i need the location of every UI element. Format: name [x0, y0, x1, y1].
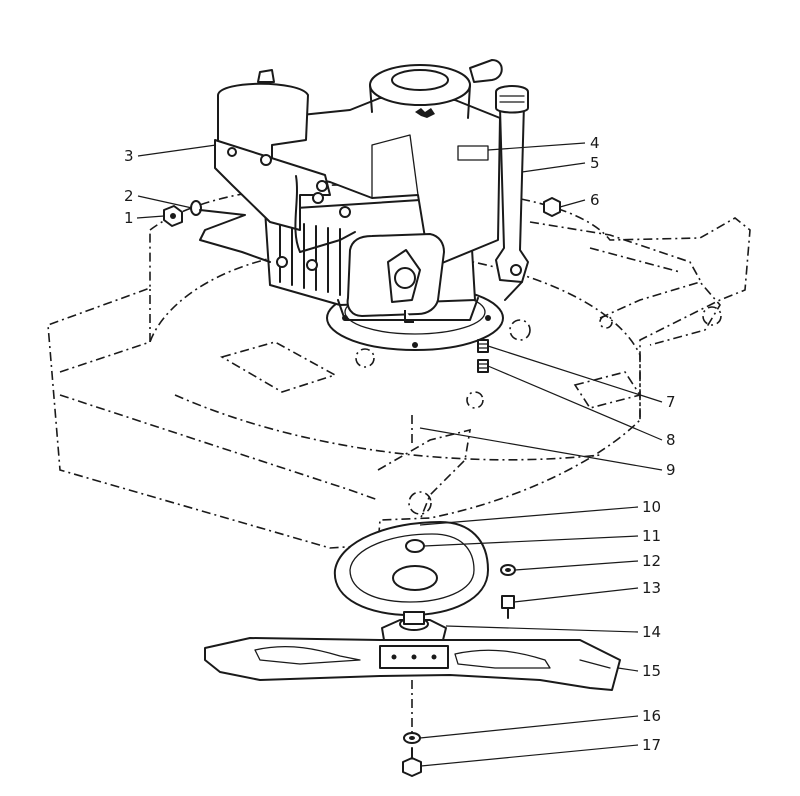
part-17-blade-bolt	[402, 747, 422, 777]
callout-1: 1	[124, 209, 134, 227]
starter-handle	[469, 59, 503, 83]
blade-adapter-assembly	[333, 521, 516, 653]
engine-assembly	[214, 59, 529, 351]
dipstick-cap	[495, 85, 529, 114]
callout-15: 15	[642, 662, 661, 680]
callout-16: 16	[642, 707, 661, 725]
throttle-cable	[294, 175, 301, 253]
control-bracket	[214, 139, 331, 231]
callout-12: 12	[642, 552, 661, 570]
callout-4: 4	[590, 134, 600, 152]
callout-9: 9	[666, 461, 676, 479]
callout-6: 6	[590, 191, 600, 209]
part-1-nut	[163, 205, 183, 227]
callout-17: 17	[642, 736, 661, 754]
dipstick-tube	[495, 103, 529, 283]
part-2-throttle-rod	[190, 200, 271, 263]
handle-bracket	[529, 221, 701, 281]
part-15-blade	[204, 637, 621, 691]
fuel-cap	[257, 69, 275, 83]
callout-14: 14	[642, 623, 661, 641]
callout-13: 13	[642, 579, 661, 597]
front-wheel-mount	[377, 428, 471, 521]
part-11-washer	[405, 539, 425, 553]
rear-wheel-mount	[599, 281, 721, 346]
callout-10: 10	[642, 498, 661, 516]
deck-vent-front	[219, 341, 338, 393]
callout-8: 8	[666, 431, 676, 449]
callout-5: 5	[590, 154, 600, 172]
part-7-8-screws	[477, 339, 489, 373]
callout-labels: 1 2 3 4 5 6 7 8 9 10 11 12 13 14 15 16 1…	[124, 134, 676, 754]
callout-7: 7	[666, 393, 676, 411]
callout-2: 2	[124, 187, 134, 205]
callout-3: 3	[124, 147, 134, 165]
deck-outline	[47, 184, 751, 549]
part-16-washer	[403, 732, 421, 744]
leader-lines	[136, 142, 663, 767]
part-13-bolt	[501, 595, 515, 609]
callout-11: 11	[642, 527, 661, 545]
part-6-nut	[543, 197, 561, 217]
